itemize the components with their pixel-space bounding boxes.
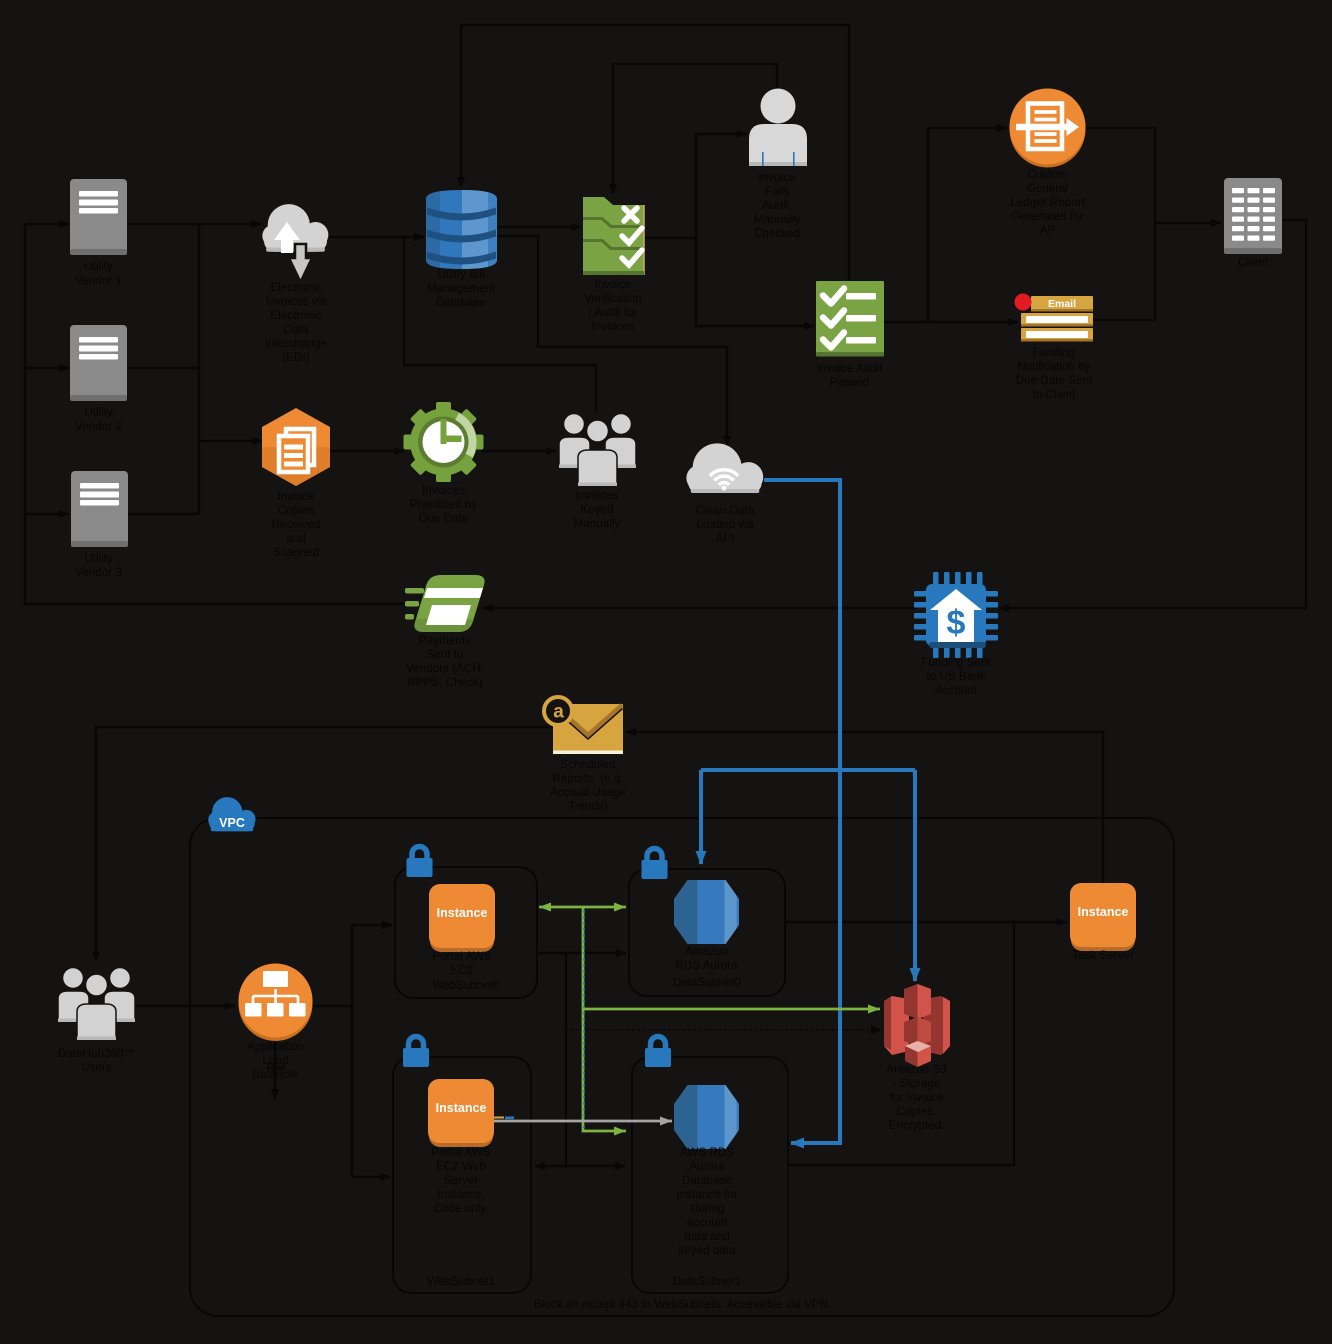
svg-text:Task Server: Task Server <box>1072 949 1134 962</box>
svg-text:WebSubnet1: WebSubnet1 <box>427 1275 494 1288</box>
svg-text:DataSubnet1: DataSubnet1 <box>673 1275 741 1288</box>
svg-text:Instance: Instance <box>1078 905 1129 919</box>
svg-text:WebSubnet0: WebSubnet0 <box>432 979 500 992</box>
svg-text:Email: Email <box>1048 298 1076 310</box>
svg-text:$: $ <box>947 604 966 642</box>
svg-text:Client: Client <box>1238 256 1269 269</box>
svg-text:Instance: Instance <box>436 1101 487 1115</box>
svg-text:VPC: VPC <box>219 816 245 830</box>
svg-text:DataSubnet0: DataSubnet0 <box>673 976 742 989</box>
svg-text:a: a <box>553 702 564 723</box>
svg-text:Instance: Instance <box>437 906 488 920</box>
svg-text:Block all except 443 to WebSub: Block all except 443 to WebSubnets. Acce… <box>534 1298 831 1311</box>
svg-text:Text: Text <box>265 1062 285 1074</box>
